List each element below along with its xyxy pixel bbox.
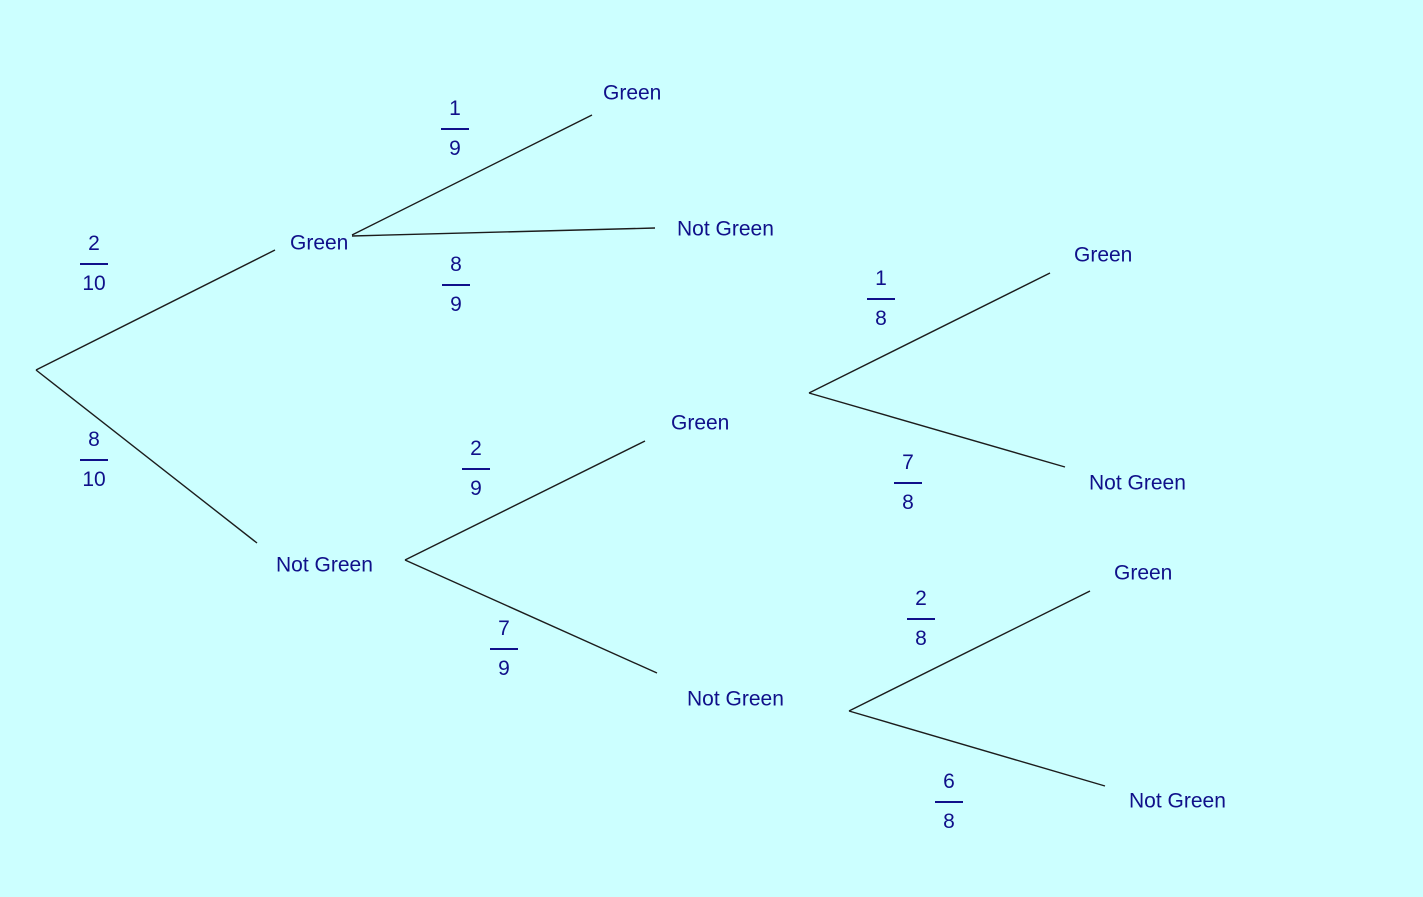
branch-line-ng-ng-to-green <box>848 590 1091 712</box>
probability-fraction-2-9: 2 9 <box>452 437 500 501</box>
fraction-numerator: 2 <box>915 587 927 610</box>
fraction-denominator: 8 <box>915 627 927 650</box>
fraction-bar <box>80 263 108 265</box>
node-label-stage2-green-green: Green <box>603 81 662 105</box>
fraction-numerator: 8 <box>450 253 462 276</box>
branch-line-root-to-green <box>35 249 276 371</box>
probability-fraction-7-8: 7 8 <box>884 451 932 515</box>
probability-fraction-7-9: 7 9 <box>480 617 528 681</box>
fraction-bar <box>462 468 490 470</box>
probability-fraction-8-10: 8 10 <box>70 428 118 492</box>
fraction-denominator: 8 <box>943 810 955 833</box>
fraction-bar <box>894 482 922 484</box>
fraction-denominator: 8 <box>875 307 887 330</box>
fraction-numerator: 1 <box>449 97 461 120</box>
fraction-numerator: 2 <box>88 232 100 255</box>
fraction-denominator: 9 <box>449 137 461 160</box>
fraction-numerator: 1 <box>875 267 887 290</box>
fraction-denominator: 9 <box>450 293 462 316</box>
fraction-denominator: 9 <box>498 657 510 680</box>
fraction-numerator: 8 <box>88 428 100 451</box>
fraction-denominator: 10 <box>82 272 106 295</box>
branch-line-green-to-not-green <box>351 227 656 237</box>
fraction-denominator: 10 <box>82 468 106 491</box>
probability-fraction-2-10: 2 10 <box>70 232 118 296</box>
node-label-stage2-green-not-green: Not Green <box>677 217 774 241</box>
fraction-bar <box>441 128 469 130</box>
branch-line-not-green-to-green <box>404 440 646 561</box>
probability-fraction-2-8: 2 8 <box>897 587 945 651</box>
node-label-stage2-not-green-not-green: Not Green <box>687 687 784 711</box>
probability-fraction-8-9: 8 9 <box>432 253 480 317</box>
fraction-numerator: 2 <box>470 437 482 460</box>
fraction-bar <box>935 801 963 803</box>
node-label-stage3-ng-g-green: Green <box>1074 243 1133 267</box>
fraction-numerator: 7 <box>902 451 914 474</box>
branch-line-ng-ng-to-not-green <box>848 710 1106 787</box>
fraction-numerator: 6 <box>943 770 955 793</box>
node-label-stage3-ng-g-not-green: Not Green <box>1089 471 1186 495</box>
fraction-numerator: 7 <box>498 617 510 640</box>
branch-line-ng-g-to-not-green <box>808 392 1066 468</box>
fraction-denominator: 8 <box>902 491 914 514</box>
branch-line-not-green-to-not-green <box>404 559 658 674</box>
node-label-stage3-ng-ng-green: Green <box>1114 561 1173 585</box>
fraction-bar <box>907 618 935 620</box>
fraction-denominator: 9 <box>470 477 482 500</box>
probability-fraction-6-8: 6 8 <box>925 770 973 834</box>
probability-fraction-1-8: 1 8 <box>857 267 905 331</box>
fraction-bar <box>80 459 108 461</box>
node-label-stage1-green: Green <box>290 231 349 255</box>
node-label-stage2-not-green-green: Green <box>671 411 730 435</box>
node-label-stage1-not-green: Not Green <box>276 553 373 577</box>
probability-fraction-1-9: 1 9 <box>431 97 479 161</box>
node-label-stage3-ng-ng-not-green: Not Green <box>1129 789 1226 813</box>
branch-line-ng-g-to-green <box>808 272 1051 394</box>
branch-line-root-to-not-green <box>35 369 258 544</box>
fraction-bar <box>867 298 895 300</box>
fraction-bar <box>490 648 518 650</box>
fraction-bar <box>442 284 470 286</box>
branch-line-green-to-green <box>351 114 593 236</box>
